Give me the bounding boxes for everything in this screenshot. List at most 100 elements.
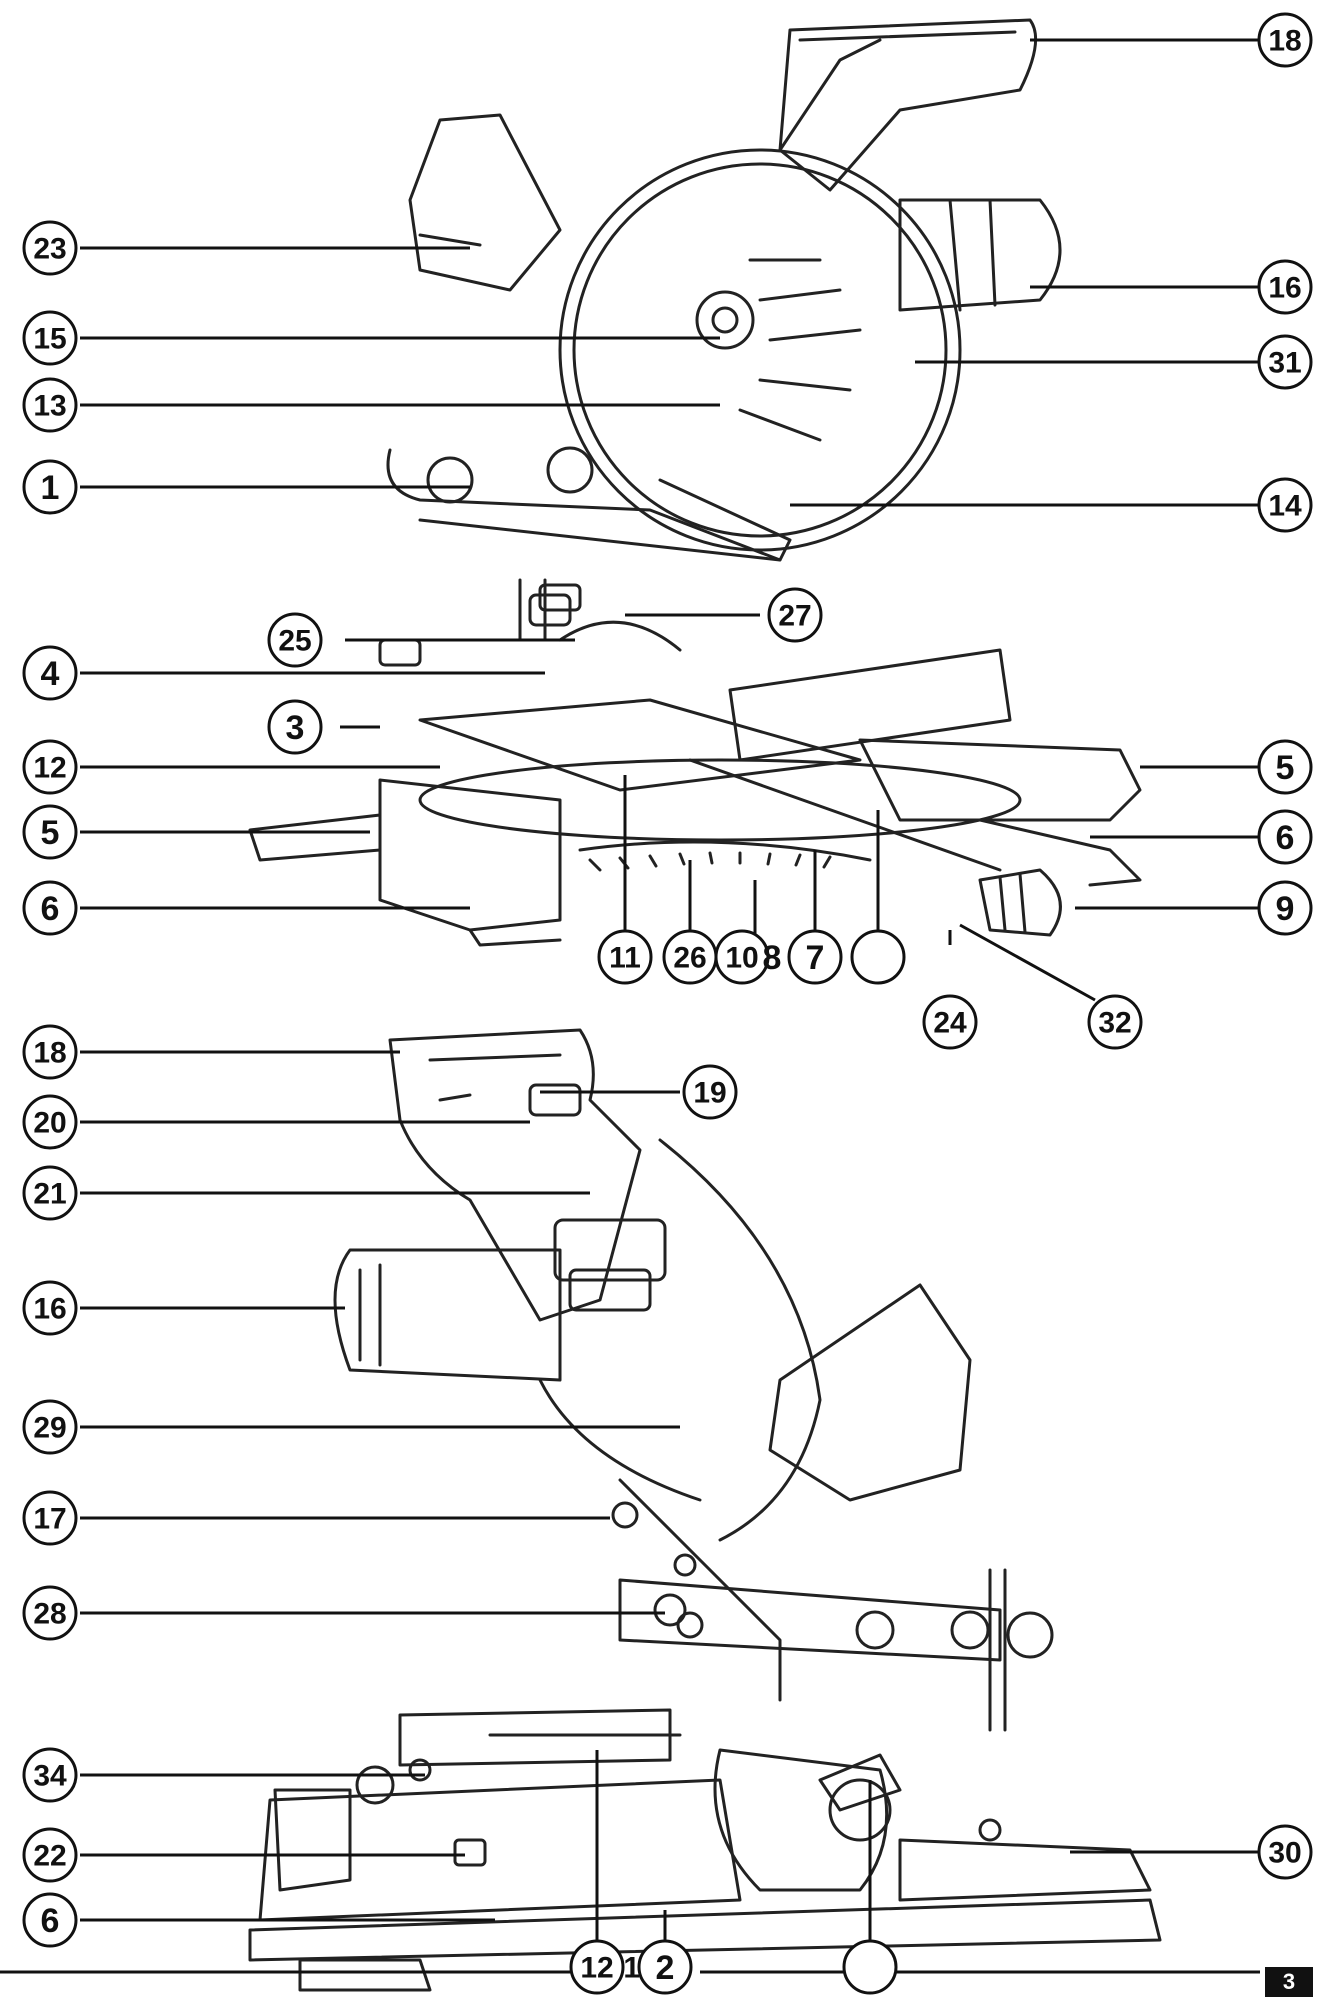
callout-circle — [682, 1064, 738, 1120]
page-number: 3 — [1265, 1967, 1313, 1997]
callout-circle — [22, 1892, 78, 1948]
callout-label: 16 — [1268, 272, 1301, 305]
callout-label: 6 — [41, 890, 60, 928]
callout-circle — [767, 587, 823, 643]
callout-circle — [1257, 1824, 1313, 1880]
callout-circle — [22, 645, 78, 701]
leader-lines — [0, 38, 1263, 1974]
callout-label: 13 — [33, 390, 66, 423]
callout-label: 17 — [33, 1503, 66, 1536]
callout-5-14: 5 — [22, 804, 78, 860]
callout-circle — [22, 1280, 78, 1336]
callout-circle — [569, 1939, 625, 1995]
callout-label: 31 — [1268, 347, 1301, 380]
callout-circle — [22, 880, 78, 936]
callout-label: 20 — [33, 1107, 66, 1140]
callout-label: 6 — [1276, 819, 1295, 857]
callout-circle — [267, 612, 323, 668]
callout-circle — [714, 929, 770, 985]
callout-label: 34 — [33, 1760, 67, 1793]
callout-label: 25 — [278, 625, 311, 658]
callout-24-24: 24 — [922, 994, 978, 1050]
callout-2-40: 2 — [637, 1939, 693, 1995]
callout-27-8: 27 — [767, 587, 823, 643]
callout-label: 21 — [33, 1178, 66, 1211]
callout-circle — [22, 1094, 78, 1150]
callout-label: 30 — [1268, 1837, 1301, 1870]
callout-label: 12 — [580, 1952, 613, 1985]
callout-label: 2 — [656, 1949, 675, 1987]
callout-label: 5 — [1276, 749, 1295, 787]
callout-30-35: 30 — [1257, 1824, 1313, 1880]
callout-15-3: 15 — [22, 310, 78, 366]
callout-label: 4 — [41, 655, 60, 693]
callout-circle — [267, 699, 323, 755]
callout-12-12: 12 — [22, 739, 78, 795]
callout-label: 3 — [286, 709, 305, 747]
callout-16-2: 16 — [1257, 259, 1313, 315]
callout-circle — [1257, 334, 1313, 390]
callout-label: 9 — [1276, 890, 1295, 928]
callout-circle — [22, 1024, 78, 1080]
callout-31-4: 31 — [1257, 334, 1313, 390]
callout-label: 11 — [609, 942, 641, 975]
callout-29-31: 29 — [22, 1399, 78, 1455]
callout-label: 18 — [1268, 25, 1301, 58]
callout-label: 14 — [1268, 490, 1302, 523]
callout-8-21: 8 — [763, 939, 782, 977]
callout-circle — [22, 739, 78, 795]
callout-22-36: 22 — [22, 1827, 78, 1883]
callout-16-30: 16 — [22, 1280, 78, 1336]
callout-label: 24 — [933, 1007, 967, 1040]
callout-circle — [922, 994, 978, 1050]
callout-label: 16 — [33, 1293, 66, 1326]
callout-circle — [22, 1827, 78, 1883]
callout-circle — [1257, 739, 1313, 795]
callout-21-29: 21 — [22, 1165, 78, 1221]
callout-13-5: 13 — [22, 377, 78, 433]
miter-saw-top-illustration — [248, 18, 1142, 947]
callout-label: 26 — [673, 942, 706, 975]
callout-6-37: 6 — [22, 1892, 78, 1948]
callout-18-0: 18 — [1257, 12, 1313, 68]
callout-circle — [22, 377, 78, 433]
callout-circle — [22, 1399, 78, 1455]
callout-circle — [1257, 477, 1313, 533]
callout-circle — [597, 929, 653, 985]
callout-blank-41 — [842, 1939, 898, 1995]
callout-34-34: 34 — [22, 1747, 78, 1803]
callout-circle — [1257, 12, 1313, 68]
callout-label: 18 — [33, 1037, 66, 1070]
callout-circle — [1087, 994, 1143, 1050]
callout-label: 19 — [693, 1077, 726, 1110]
callout-17-32: 17 — [22, 1490, 78, 1546]
callout-circle — [22, 804, 78, 860]
callout-circle — [787, 929, 843, 985]
callout-label: 22 — [33, 1840, 66, 1873]
callout-6-15: 6 — [1257, 809, 1313, 865]
callout-label: 10 — [725, 942, 758, 975]
callout-4-10: 4 — [22, 645, 78, 701]
callout-label: 8 — [763, 939, 782, 977]
callout-label: 5 — [41, 814, 60, 852]
callout-1-6: 1 — [22, 459, 78, 515]
callout-circle — [842, 1939, 898, 1995]
callout-circle — [22, 1585, 78, 1641]
callout-3-11: 3 — [267, 699, 323, 755]
callout-25-9: 25 — [267, 612, 323, 668]
callout-28-33: 28 — [22, 1585, 78, 1641]
callout-32-25: 32 — [1087, 994, 1143, 1050]
callout-26-19: 26 — [662, 929, 718, 985]
callout-20-28: 20 — [22, 1094, 78, 1150]
callout-circle — [22, 310, 78, 366]
callout-14-7: 14 — [1257, 477, 1313, 533]
callout-18-26: 18 — [22, 1024, 78, 1080]
callout-11-18: 11 — [597, 929, 653, 985]
callout-label: 28 — [33, 1598, 66, 1631]
miter-saw-rear-illustration — [248, 1028, 1162, 1992]
callout-circle — [22, 220, 78, 276]
callout-label: 1 — [41, 469, 60, 507]
callout-label: 29 — [33, 1412, 66, 1445]
callout-9-17: 9 — [1257, 880, 1313, 936]
